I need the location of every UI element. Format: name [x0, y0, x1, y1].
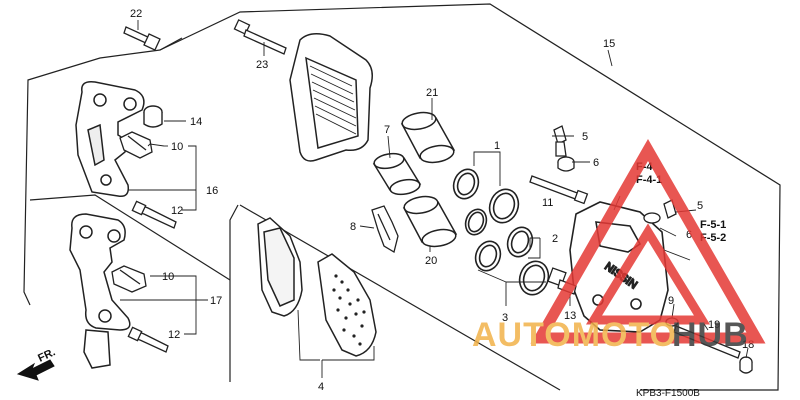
- bleeder-cap-upper: [557, 156, 575, 172]
- seal-set-part-3: [474, 240, 550, 296]
- callout-12-upper: 12: [171, 205, 183, 217]
- diagram-code: KPB3-F1500B: [636, 388, 700, 399]
- callout-8: 8: [350, 221, 356, 233]
- callout-10-upper: 10: [171, 141, 183, 153]
- front-label: FR.: [36, 346, 57, 364]
- callout-6-lower: 6: [686, 229, 692, 241]
- callout-22: 22: [130, 8, 142, 20]
- caliper-bracket-lower: [69, 213, 131, 369]
- callout-5-lower: 5: [697, 200, 703, 212]
- brake-pad-rear: [317, 253, 377, 357]
- slide-pin-part-11: [529, 175, 589, 205]
- callout-17: 17: [210, 295, 222, 307]
- callout-19: 19: [708, 319, 720, 331]
- bleeder-cap-lower: [643, 212, 661, 224]
- brake-pad-front: [257, 217, 303, 317]
- callout-11: 11: [542, 197, 553, 209]
- pad-clip-lower: [111, 265, 147, 293]
- bolt-part-23: [233, 19, 287, 55]
- callout-23: 23: [256, 59, 268, 71]
- callout-21: 21: [426, 87, 438, 99]
- caliper-bracket-upper: [75, 80, 145, 198]
- pad-spring-part-8: [371, 205, 399, 254]
- seal-set-part-1: [452, 168, 520, 224]
- cover-plate: [289, 33, 373, 162]
- watermark-text-primary: AUTOMOTO: [472, 316, 677, 354]
- watermark-text-secondary: HUB: [672, 316, 749, 354]
- ref-f-4-1: F-4-1: [636, 174, 662, 186]
- front-arrow-icon: [16, 359, 55, 381]
- assembly-frame: [23, 3, 781, 391]
- callout-6-upper: 6: [593, 157, 599, 169]
- part-callouts: 22 23 15 21 7 1 5 6 14 10 16 12 11 5 6 8…: [130, 8, 754, 393]
- callout-5-upper: 5: [582, 131, 588, 143]
- callout-14: 14: [190, 116, 202, 128]
- callout-2: 2: [552, 233, 558, 245]
- callout-16: 16: [206, 185, 218, 197]
- callout-3: 3: [502, 312, 508, 324]
- callout-15: 15: [603, 38, 615, 50]
- callout-12-lower: 12: [168, 329, 180, 341]
- callout-4: 4: [318, 381, 324, 393]
- plug-part-18: [739, 356, 753, 374]
- watermark-triangle-icon: [530, 138, 766, 344]
- bleeder-screw-upper: [553, 125, 567, 157]
- ref-f-5-1: F-5-1: [700, 219, 726, 231]
- callout-1: 1: [494, 140, 500, 152]
- watermark: AUTOMOTO HUB: [472, 138, 766, 354]
- callout-20: 20: [425, 255, 437, 267]
- piston-part-7: [372, 152, 422, 196]
- callout-10-lower: 10: [162, 271, 174, 283]
- callout-13: 13: [564, 310, 576, 322]
- piston-part-21: [400, 111, 456, 164]
- front-direction-indicator: FR.: [16, 346, 57, 381]
- pad-clip-upper: [119, 131, 153, 159]
- callout-7: 7: [384, 124, 390, 136]
- piston-part-20: [402, 195, 458, 248]
- pin-bolt-lower: [127, 326, 169, 353]
- callout-9: 9: [668, 295, 674, 307]
- bolt-part-22: [123, 26, 161, 51]
- seal-set-part-2: [464, 208, 534, 258]
- pin-bolt-upper: [131, 200, 177, 229]
- boot-part-14: [143, 105, 163, 128]
